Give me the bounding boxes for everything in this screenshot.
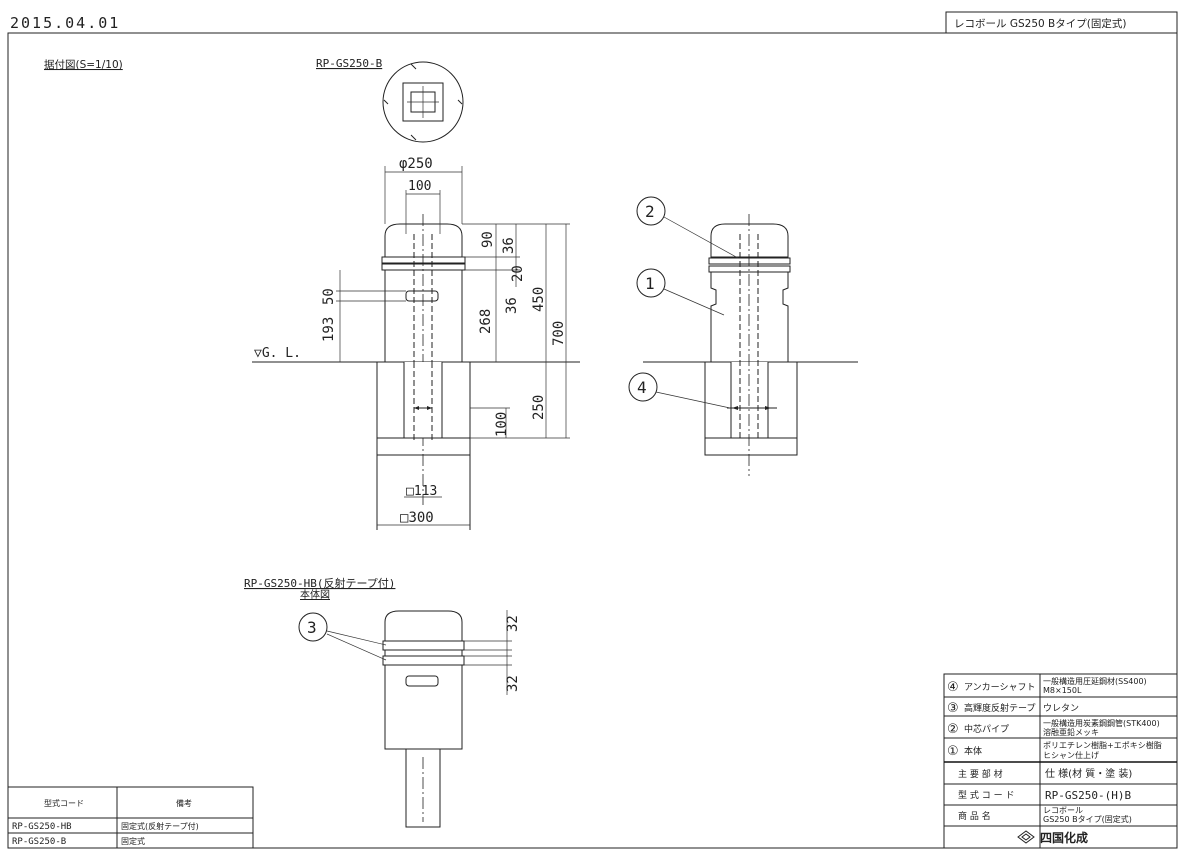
part-name: 中芯パイプ [964, 723, 1009, 735]
dim-sq113: □113 [406, 484, 437, 499]
dim-50: 50 [321, 288, 337, 305]
part-spec: 一般構造用炭素鋼鋼管(STK400) [1043, 718, 1160, 728]
legend-header-note: 備考 [176, 798, 192, 808]
dim-100: 100 [494, 412, 510, 437]
svg-text:4: 4 [637, 378, 647, 397]
legend-row-code: RP-GS250-B [12, 837, 66, 847]
legend-row-code: RP-GS250-HB [12, 822, 72, 832]
product-label: 商 品 名 [958, 810, 991, 822]
balloon-2: 2 [636, 196, 739, 259]
dim-36-top: 36 [501, 237, 517, 254]
header-parts: 主 要 部 材 [958, 768, 1003, 780]
part-no: ① [947, 744, 959, 759]
body-view: 32 32 [382, 610, 521, 828]
dim-20: 20 [510, 265, 526, 282]
legend-row-note: 固定式 [121, 836, 145, 846]
parts-table: ④ アンカーシャフト 一般構造用圧延鋼材(SS400) M8×150L ③ 高輝… [943, 673, 1178, 849]
part-no: ③ [947, 701, 959, 716]
balloon-4: 4 [628, 372, 731, 409]
dim-250: 250 [531, 395, 547, 420]
part-spec: 一般構造用圧延鋼材(SS400) [1043, 676, 1147, 686]
svg-text:2: 2 [645, 202, 655, 221]
part-spec: 溶融亜鉛メッキ [1043, 727, 1099, 737]
part-spec: ウレタン [1043, 703, 1079, 714]
dim-268: 268 [478, 309, 494, 334]
code-label: 型 式 コ ー ド [958, 789, 1014, 801]
product-value: GS250 Bタイプ(固定式) [1043, 814, 1132, 824]
install-label: 据付図(S=1/10) [44, 58, 123, 71]
header-spec: 仕 様(材 質・塗 装) [1045, 767, 1132, 780]
part-no: ② [947, 722, 959, 737]
part-name: 高輝度反射テープ [964, 702, 1035, 714]
model-legend-table: 型式コード 備考 RP-GS250-HB 固定式(反射テープ付) RP-GS25… [7, 786, 254, 849]
part-spec: M8×150L [1043, 686, 1082, 695]
dim-450: 450 [531, 287, 547, 312]
dim-700: 700 [551, 321, 567, 346]
dim-pipe-width: 100 [408, 179, 431, 194]
svg-text:1: 1 [645, 274, 655, 293]
front-dimensions: φ250 100 90 36 20 36 450 700 268 250 100… [254, 156, 570, 526]
top-view [382, 61, 464, 143]
balloon-3: 3 [298, 612, 387, 661]
body-view-sub: 本体図 [300, 588, 330, 601]
part-name: 本体 [964, 745, 982, 757]
part-no: ④ [947, 680, 959, 695]
part-spec: ヒシャン仕上げ [1043, 750, 1099, 760]
balloon-1: 1 [636, 268, 725, 316]
drawing-frame [7, 32, 1178, 849]
front-view [252, 214, 580, 530]
company-logo-icon [1017, 830, 1035, 844]
part-spec: ポリエチレン樹脂+エポキシ樹脂 [1043, 740, 1162, 750]
product-value: レコボール [1043, 806, 1083, 815]
ground-level-label: ▽G. L. [254, 346, 301, 361]
legend-row-note: 固定式(反射テープ付) [121, 821, 199, 831]
dim-193: 193 [321, 317, 337, 342]
date-text: 2015.04.01 [10, 14, 120, 32]
dim-tape-32b: 32 [505, 675, 521, 692]
code-value: RP-GS250-(H)B [1045, 789, 1131, 802]
company-name: 四国化成 [1040, 830, 1088, 845]
dim-sq300: □300 [400, 510, 434, 526]
body-view-label: RP-GS250-HB(反射テープ付) [244, 576, 395, 590]
dim-diameter: φ250 [399, 156, 433, 172]
svg-text:3: 3 [307, 618, 317, 637]
legend-header-code: 型式コード [44, 798, 84, 808]
dim-tape-32a: 32 [505, 615, 521, 632]
side-view [643, 214, 858, 476]
dim-36-mid: 36 [504, 297, 520, 314]
top-view-label: RP-GS250-B [316, 57, 383, 70]
part-name: アンカーシャフト [964, 682, 1035, 693]
title-text: レコボール GS250 Bタイプ(固定式) [954, 17, 1126, 30]
dim-90: 90 [480, 231, 496, 248]
